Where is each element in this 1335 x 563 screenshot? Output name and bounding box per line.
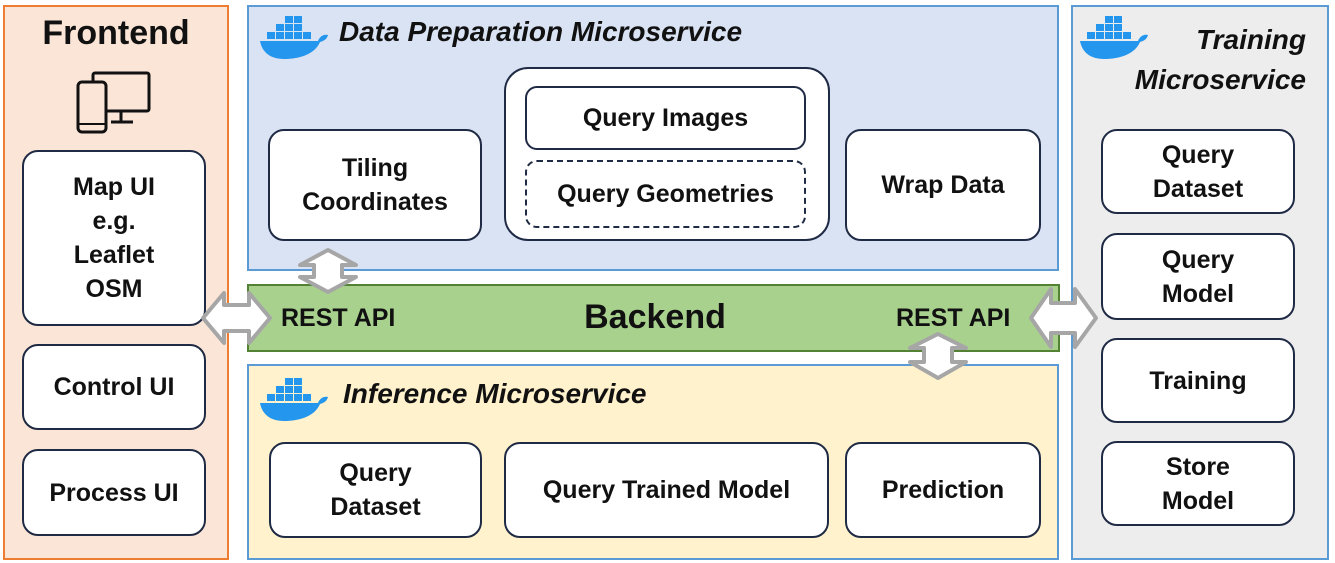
inference-title: Inference Microservice [343, 378, 647, 409]
map-ui-box: Map UI e.g. Leaflet OSM [22, 150, 206, 326]
backend-title: Backend [584, 298, 726, 336]
frontend-title: Frontend [42, 14, 190, 52]
backend-inference-arrow [908, 332, 968, 380]
data-prep-title: Data Preparation Microservice [339, 16, 743, 47]
query-trained-model-box: Query Trained Model [504, 442, 829, 538]
query-model-box: Query Model [1101, 233, 1295, 320]
backend-training-arrow [1029, 287, 1098, 349]
rest-api-right-label: REST API [896, 304, 1011, 332]
frontend-backend-arrow [201, 291, 272, 345]
docker-icon [260, 16, 328, 59]
devices-icon [76, 71, 151, 134]
store-model-box: Store Model [1101, 441, 1295, 526]
docker-icon [260, 378, 328, 421]
rest-api-left-label: REST API [281, 304, 396, 332]
control-ui-box: Control UI [22, 344, 206, 430]
training-box: Training [1101, 338, 1295, 423]
query-dataset-box: Query Dataset [269, 442, 482, 538]
tiling-coordinates-box: Tiling Coordinates [268, 129, 482, 241]
docker-icon [1080, 16, 1148, 59]
query-geometries-box: Query Geometries [525, 160, 806, 228]
process-ui-box: Process UI [22, 449, 206, 536]
prediction-box: Prediction [845, 442, 1041, 538]
dataprep-backend-arrow [298, 248, 358, 294]
training-query-dataset-box: Query Dataset [1101, 129, 1295, 214]
training-title: Training Microservice [1134, 24, 1306, 95]
query-images-box: Query Images [525, 86, 806, 150]
wrap-data-box: Wrap Data [845, 129, 1041, 241]
